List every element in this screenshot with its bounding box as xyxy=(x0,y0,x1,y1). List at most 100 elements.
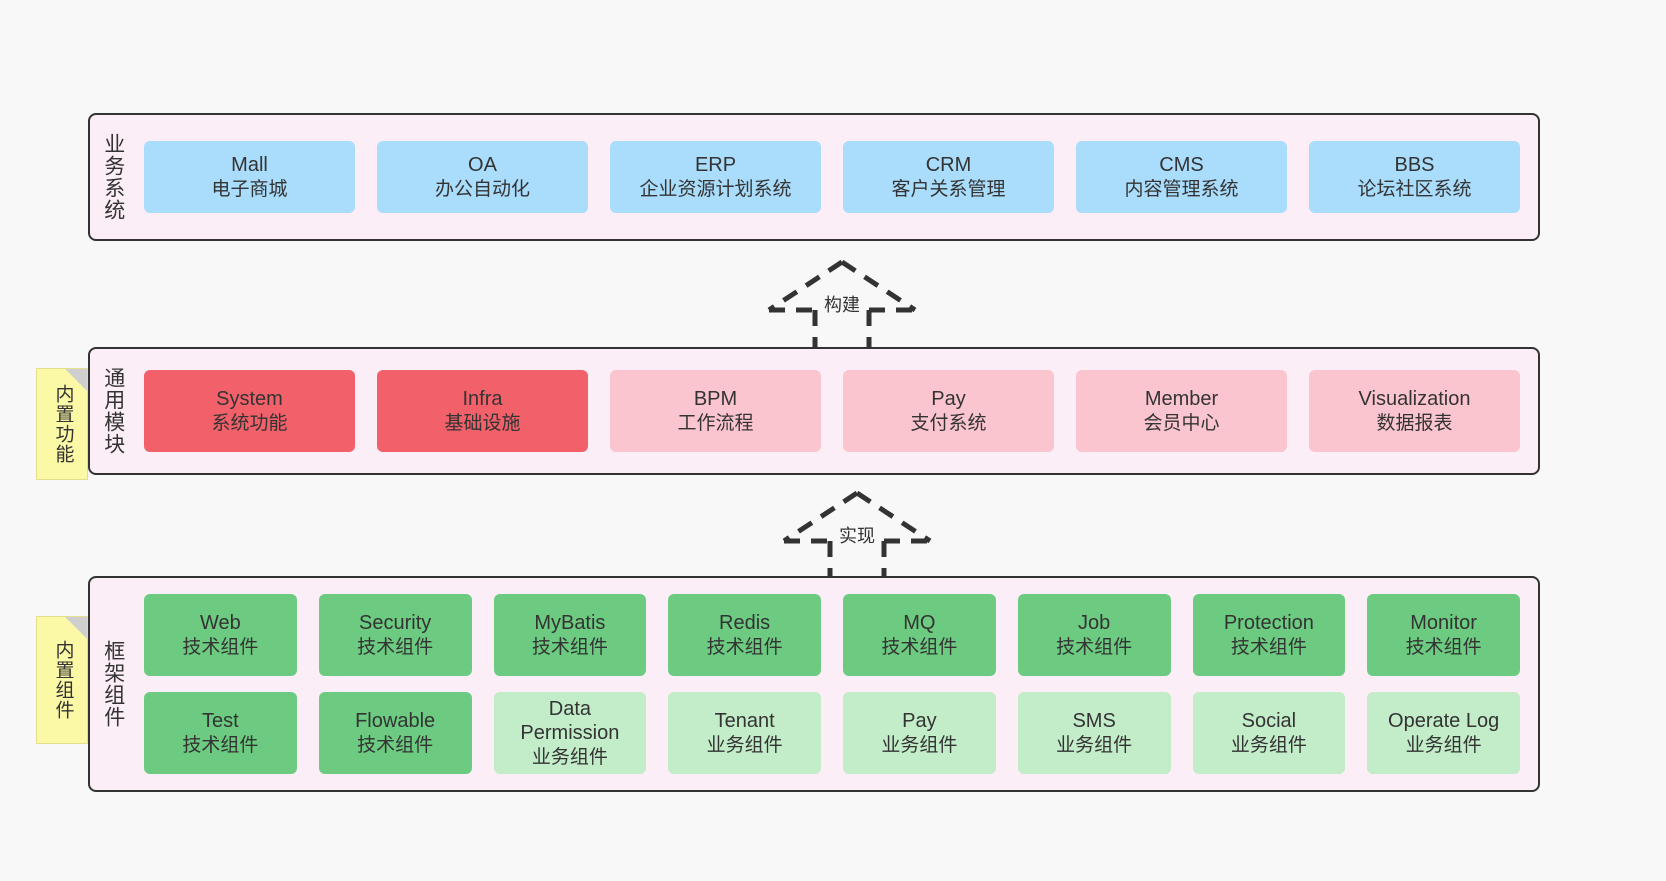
card-row: Mall 电子商城 OA 办公自动化 ERP 企业资源计划系统 CRM 客户关系… xyxy=(144,141,1520,213)
card-visualization[interactable]: Visualization 数据报表 xyxy=(1309,370,1520,452)
card-infra[interactable]: Infra 基础设施 xyxy=(377,370,588,452)
card-subtitle: 系统功能 xyxy=(211,412,288,434)
arrow-implement: 实现 xyxy=(772,487,942,587)
card-subtitle: 技术组件 xyxy=(706,636,783,658)
card-title: OA xyxy=(468,154,497,177)
card-subtitle: 工作流程 xyxy=(677,412,754,434)
arrow-up-dashed-icon xyxy=(782,490,932,587)
card-title: Operate Log xyxy=(1388,710,1500,733)
card-title: MyBatis xyxy=(534,612,606,635)
card-subtitle: 技术组件 xyxy=(1056,636,1133,658)
card-subtitle: 企业资源计划系统 xyxy=(639,178,792,200)
card-web[interactable]: Web 技术组件 xyxy=(144,594,297,676)
layer-title-framework: 框架组件 xyxy=(101,640,125,728)
card-security[interactable]: Security 技术组件 xyxy=(318,594,472,676)
card-crm[interactable]: CRM 客户关系管理 xyxy=(843,141,1054,213)
card-mq[interactable]: MQ 技术组件 xyxy=(843,594,996,676)
layer-body-common: System 系统功能 Infra 基础设施 BPM 工作流程 Pay 支付系统… xyxy=(136,349,1538,473)
card-subtitle: 办公自动化 xyxy=(434,178,530,200)
card-subtitle: 技术组件 xyxy=(1405,636,1482,658)
card-data-permission[interactable]: Data Permission 业务组件 xyxy=(493,692,647,774)
card-subtitle: 技术组件 xyxy=(1230,636,1307,658)
layer-common-module: 通用模块 System 系统功能 Infra 基础设施 BPM 工作流程 Pay… xyxy=(88,347,1540,475)
card-protection[interactable]: Protection 技术组件 xyxy=(1192,594,1346,676)
card-title: Flowable xyxy=(355,710,436,733)
card-title: System xyxy=(216,388,283,411)
layer-body-business: Mall 电子商城 OA 办公自动化 ERP 企业资源计划系统 CRM 客户关系… xyxy=(136,115,1538,239)
card-title: Tenant xyxy=(714,710,775,733)
card-title: CMS xyxy=(1159,154,1204,177)
card-title: Job xyxy=(1078,612,1111,635)
note-builtin-component: 内置组件 xyxy=(36,616,88,744)
card-title: Redis xyxy=(719,612,771,635)
layer-title-common: 通用模块 xyxy=(101,367,125,455)
card-title: BBS xyxy=(1394,154,1435,177)
card-row: Test 技术组件 Flowable 技术组件 Data Permission … xyxy=(144,692,1520,774)
card-subtitle: 业务组件 xyxy=(881,734,958,756)
arrow-up-dashed-icon xyxy=(767,259,917,356)
card-subtitle: 技术组件 xyxy=(357,734,434,756)
card-subtitle: 业务组件 xyxy=(531,746,608,768)
card-title: Member xyxy=(1144,388,1219,411)
card-mybatis[interactable]: MyBatis 技术组件 xyxy=(493,594,647,676)
card-title: Security xyxy=(359,612,432,635)
arrow-label-build: 构建 xyxy=(824,295,860,315)
card-job[interactable]: Job 技术组件 xyxy=(1017,594,1171,676)
layer-business-system: 业务系统 Mall 电子商城 OA 办公自动化 ERP 企业资源计划系统 CRM… xyxy=(88,113,1540,241)
card-subtitle: 论坛社区系统 xyxy=(1357,178,1472,200)
card-title: ERP xyxy=(694,154,737,177)
card-bbs[interactable]: BBS 论坛社区系统 xyxy=(1309,141,1520,213)
card-subtitle: 数据报表 xyxy=(1376,412,1453,434)
card-title: Protection xyxy=(1223,612,1314,635)
card-flowable[interactable]: Flowable 技术组件 xyxy=(318,692,472,774)
card-operate-log[interactable]: Operate Log 业务组件 xyxy=(1367,692,1520,774)
card-subtitle: 业务组件 xyxy=(1056,734,1133,756)
card-title: Data Permission xyxy=(520,698,620,745)
card-social[interactable]: Social 业务组件 xyxy=(1192,692,1346,774)
card-sms[interactable]: SMS 业务组件 xyxy=(1017,692,1171,774)
card-pay[interactable]: Pay 支付系统 xyxy=(843,370,1054,452)
card-subtitle: 技术组件 xyxy=(531,636,608,658)
card-subtitle: 客户关系管理 xyxy=(891,178,1006,200)
layer-body-framework: Web 技术组件 Security 技术组件 MyBatis 技术组件 Redi… xyxy=(136,578,1538,790)
card-erp[interactable]: ERP 企业资源计划系统 xyxy=(610,141,821,213)
card-title: Mall xyxy=(231,154,268,177)
card-title: Pay xyxy=(931,388,966,411)
card-test[interactable]: Test 技术组件 xyxy=(144,692,297,774)
card-title: Test xyxy=(202,710,239,733)
card-subtitle: 电子商城 xyxy=(211,178,288,200)
card-title: SMS xyxy=(1072,710,1116,733)
arrow-build: 构建 xyxy=(757,256,927,356)
card-monitor[interactable]: Monitor 技术组件 xyxy=(1367,594,1520,676)
card-subtitle: 技术组件 xyxy=(357,636,434,658)
card-mall[interactable]: Mall 电子商城 xyxy=(144,141,355,213)
card-title: Infra xyxy=(462,388,503,411)
layer-framework-component: 框架组件 Web 技术组件 Security 技术组件 MyBatis 技术组件… xyxy=(88,576,1540,792)
card-pay-component[interactable]: Pay 业务组件 xyxy=(843,692,996,774)
card-title: Monitor xyxy=(1410,612,1477,635)
card-member[interactable]: Member 会员中心 xyxy=(1076,370,1287,452)
card-subtitle: 基础设施 xyxy=(444,412,521,434)
card-title: MQ xyxy=(903,612,936,635)
card-row: System 系统功能 Infra 基础设施 BPM 工作流程 Pay 支付系统… xyxy=(144,370,1520,452)
card-subtitle: 会员中心 xyxy=(1143,412,1220,434)
card-tenant[interactable]: Tenant 业务组件 xyxy=(668,692,821,774)
card-title: BPM xyxy=(693,388,738,411)
card-system[interactable]: System 系统功能 xyxy=(144,370,355,452)
card-subtitle: 内容管理系统 xyxy=(1124,178,1239,200)
card-subtitle: 业务组件 xyxy=(1230,734,1307,756)
card-title: CRM xyxy=(925,154,972,177)
layer-title-business: 业务系统 xyxy=(101,133,125,221)
card-bpm[interactable]: BPM 工作流程 xyxy=(610,370,821,452)
card-subtitle: 技术组件 xyxy=(182,636,259,658)
card-title: Pay xyxy=(902,710,937,733)
card-title: Visualization xyxy=(1358,388,1471,411)
card-subtitle: 技术组件 xyxy=(182,734,259,756)
card-oa[interactable]: OA 办公自动化 xyxy=(377,141,588,213)
note-builtin-function: 内置功能 xyxy=(36,368,88,480)
card-subtitle: 业务组件 xyxy=(1405,734,1482,756)
card-row: Web 技术组件 Security 技术组件 MyBatis 技术组件 Redi… xyxy=(144,594,1520,676)
card-cms[interactable]: CMS 内容管理系统 xyxy=(1076,141,1287,213)
card-redis[interactable]: Redis 技术组件 xyxy=(668,594,821,676)
